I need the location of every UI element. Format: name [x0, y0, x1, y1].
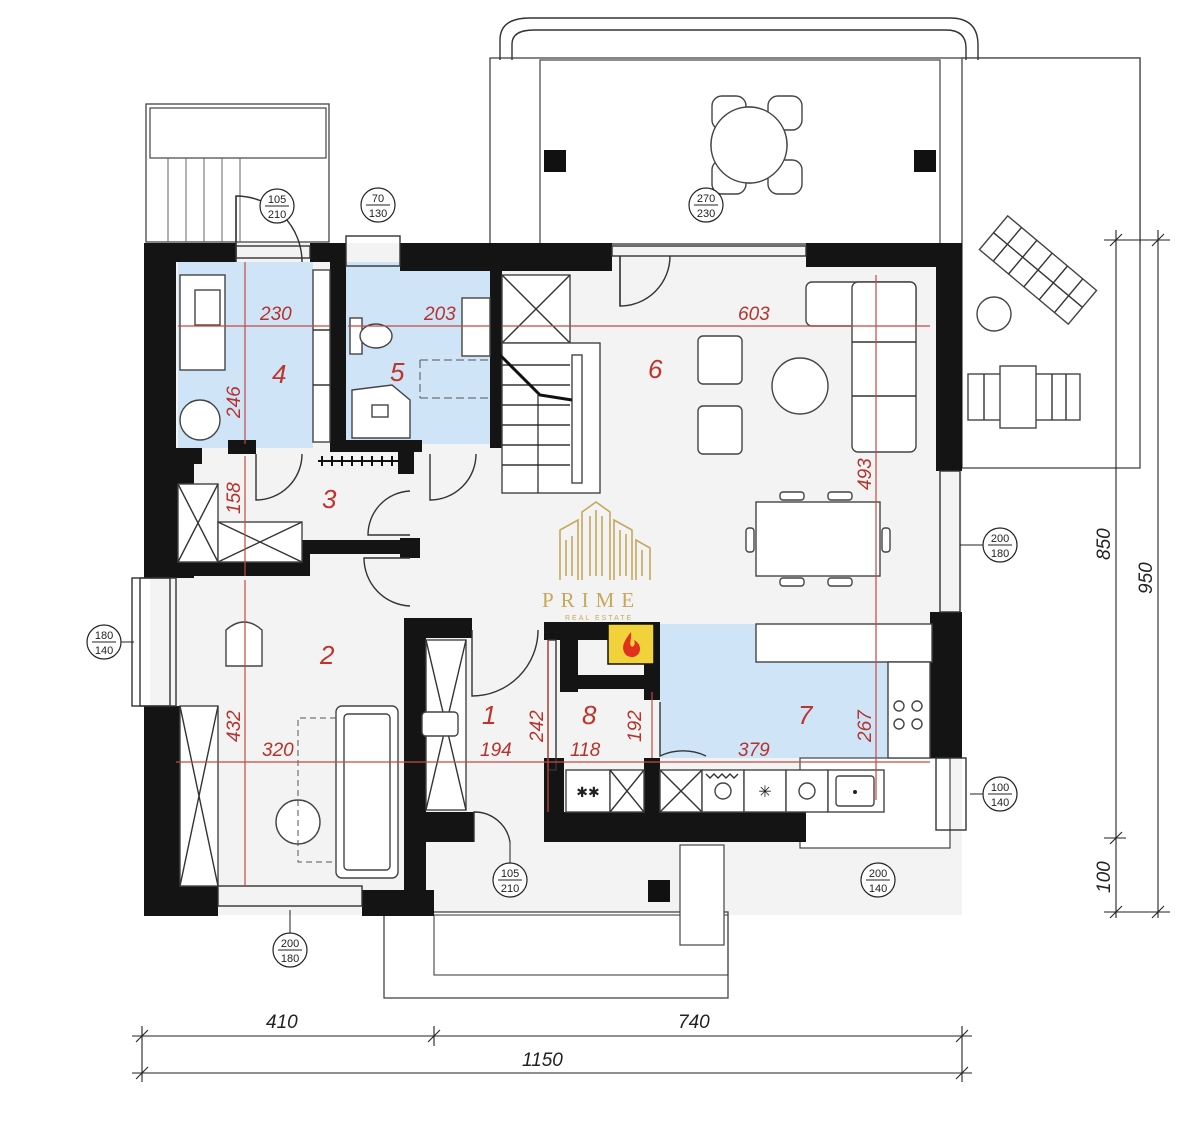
- opening-tag-height: 130: [369, 208, 387, 220]
- opening-tag-height: 140: [869, 883, 887, 895]
- dim-right-small: 100: [1094, 861, 1115, 893]
- opening-tag-width: 200: [869, 868, 887, 880]
- room-number-3: 3: [322, 484, 337, 514]
- svg-text:✳: ✳: [758, 784, 771, 801]
- opening-tag-height: 230: [697, 208, 715, 220]
- armchair-icon: [225, 621, 263, 667]
- washbasin: [461, 297, 491, 357]
- overall-dimensions: 410 740 1150 850 950 100: [132, 230, 1170, 1082]
- sun-loungers: [967, 214, 1098, 429]
- windows: [131, 235, 967, 907]
- opening-tag-height: 210: [501, 883, 519, 895]
- room-number-4: 4: [272, 359, 286, 389]
- opening-tag-height: 210: [268, 209, 286, 221]
- room-numbers: 4 5 6 3 2 1 8 7: [272, 354, 814, 730]
- opening-tag: 100 140: [970, 776, 1018, 812]
- dim-bottom-total: 1150: [522, 1050, 563, 1071]
- opening-tag-width: 70: [372, 193, 384, 205]
- svg-text:✱✱: ✱✱: [576, 784, 599, 800]
- opening-tag-width: 200: [281, 938, 299, 950]
- room-number-6: 6: [648, 354, 663, 384]
- opening-tags: 105 210 70 130 270 230 200 180 180 1: [86, 187, 1018, 968]
- dim-room4-depth: 246: [224, 386, 245, 419]
- room-dimension-lines: [176, 262, 930, 886]
- opening-tag-width: 180: [95, 630, 113, 642]
- dim-right-main: 850: [1094, 528, 1115, 560]
- brand-tagline: REAL ESTATE: [565, 615, 633, 622]
- dim-room5-width: 203: [423, 304, 456, 325]
- furniture: ✱✱ ✳: [177, 95, 1098, 902]
- opening-tag-width: 270: [697, 193, 715, 205]
- brand-name: PRIME: [542, 588, 641, 612]
- dim-room2-width: 320: [262, 740, 294, 761]
- opening-tag-width: 200: [991, 533, 1009, 545]
- opening-tag: 105 210: [492, 842, 528, 898]
- doors: [235, 195, 707, 843]
- room-dimensions: 230 246 203 603 493 158 320 432 194 242 …: [224, 304, 876, 761]
- opening-tag: 105 210: [259, 188, 295, 224]
- floor-fills: [145, 17, 1141, 999]
- opening-tag-height: 140: [991, 797, 1009, 809]
- room-number-1: 1: [482, 700, 496, 730]
- prime-logo: PRIME REAL ESTATE: [542, 501, 651, 622]
- opening-tag-height: 180: [281, 953, 299, 965]
- room-number-5: 5: [390, 357, 405, 387]
- opening-tag-width: 105: [501, 868, 519, 880]
- dim-room8-width: 118: [570, 740, 601, 761]
- opening-tag-width: 105: [268, 194, 286, 206]
- dim-room4-width: 230: [259, 304, 292, 325]
- dim-room7-depth: 267: [855, 709, 876, 743]
- room-number-7: 7: [798, 700, 814, 730]
- dim-room6-depth: 493: [855, 458, 876, 490]
- dim-room1-width: 194: [480, 740, 512, 761]
- opening-tag: 70 130: [360, 187, 396, 223]
- opening-tag: 200 140: [860, 862, 896, 898]
- dim-room7-width: 379: [738, 740, 770, 761]
- toilet-icon: [359, 323, 393, 349]
- opening-tag-height: 180: [991, 548, 1009, 560]
- deck-stripes: [167, 158, 241, 242]
- fireplace-icon: [607, 623, 655, 665]
- dim-room3-depth: 158: [224, 482, 245, 514]
- opening-tag-width: 100: [991, 782, 1009, 794]
- opening-tag-height: 140: [95, 645, 113, 657]
- dining-table: [755, 501, 881, 577]
- armchair-1: [697, 335, 743, 385]
- dim-bottom-left: 410: [266, 1012, 298, 1033]
- opening-tag: 270 230: [688, 187, 724, 223]
- cooktop-icon: [887, 661, 931, 759]
- dim-room2-depth: 432: [224, 710, 245, 742]
- opening-tag: 200 180: [960, 527, 1018, 563]
- boiler-icon: [179, 399, 221, 441]
- dim-right-total: 950: [1136, 562, 1157, 594]
- coffee-table-round: [771, 357, 829, 415]
- dim-bottom-right: 740: [678, 1012, 710, 1033]
- radiator: [318, 456, 398, 466]
- room-number-2: 2: [319, 640, 335, 670]
- dim-room1-depth: 242: [527, 710, 548, 743]
- terrace-dining-set: [710, 95, 803, 195]
- opening-tag: 200 180: [272, 910, 308, 968]
- opening-tag: 180 140: [86, 624, 134, 660]
- armchair-2: [697, 405, 743, 455]
- dim-room8-depth: 192: [625, 710, 646, 742]
- staircase: [498, 274, 601, 494]
- room-number-8: 8: [582, 700, 597, 730]
- dim-room6-width: 603: [738, 304, 770, 325]
